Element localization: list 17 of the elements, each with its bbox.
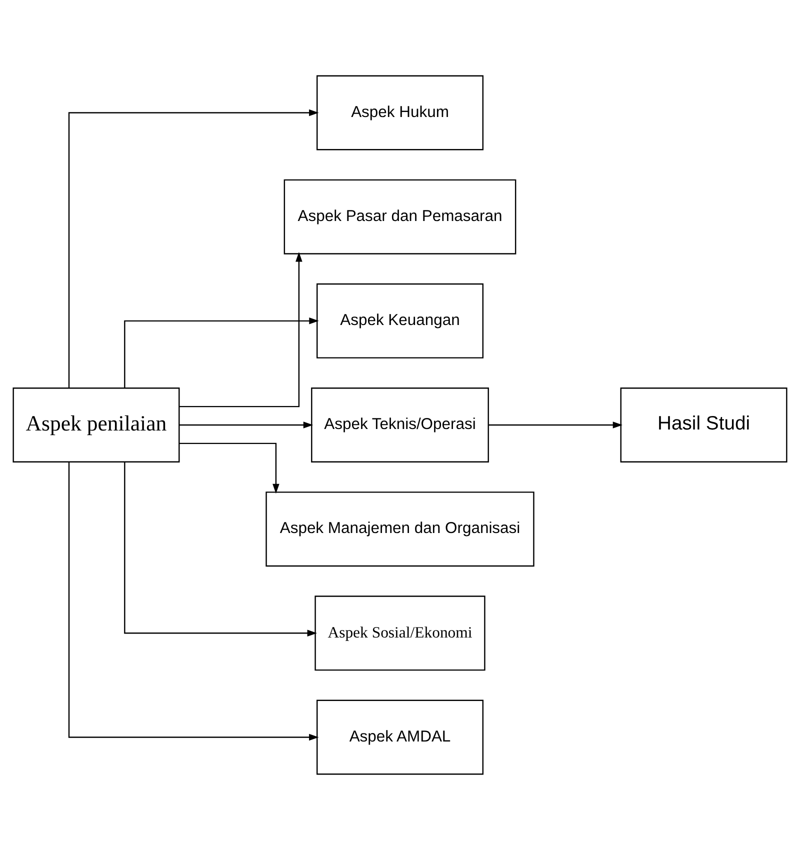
node-box: Aspek Manajemen dan Organisasi [266,492,534,567]
node-box: Aspek Sosial/Ekonomi [314,596,486,671]
arrow [68,462,319,741]
arrow [488,422,623,428]
node-box: Aspek Keuangan [316,283,484,358]
node-box: Aspek Hukum [316,75,484,150]
arrow [68,109,319,388]
node-box: Aspek Teknis/Operasi [311,387,489,463]
arrow [179,422,314,428]
node-box: Hasil Studi [620,387,788,463]
arrow [179,442,280,494]
node-box: Aspek penilaian [12,387,180,463]
arrow [124,318,319,388]
node-box: Aspek AMDAL [316,700,484,775]
node-box: Aspek Pasar dan Pemasaran [284,179,516,254]
arrow [179,252,302,408]
arrow [124,462,317,637]
